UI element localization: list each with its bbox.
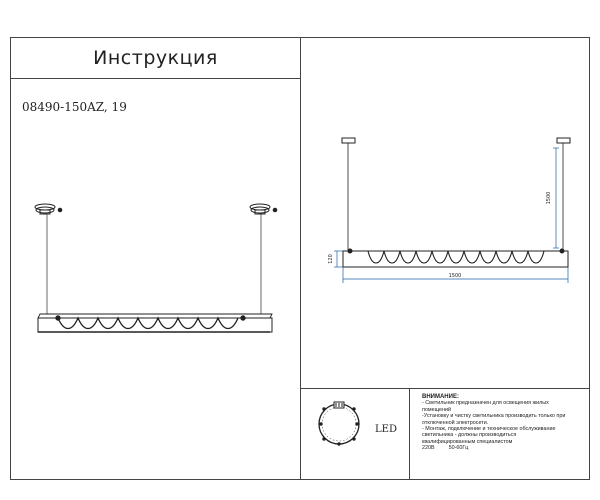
- model-number: 08490-150AZ, 19: [22, 100, 127, 114]
- dimension-lines: [334, 147, 569, 283]
- page-title: Инструкция: [93, 46, 218, 69]
- right-canopy-side: [556, 137, 571, 144]
- bottom-view-icon: [318, 401, 360, 446]
- warning-line: квалифицированным специалистом: [422, 438, 513, 445]
- left-canopy-icon: [34, 203, 63, 215]
- fixture-body: [37, 313, 273, 333]
- warning-line: помещений: [422, 406, 451, 413]
- frequency-value: 50-60Гц: [448, 445, 469, 452]
- warning-line: светильника - должны производиться: [422, 432, 517, 439]
- right-canopy-icon: [249, 203, 278, 215]
- left-canopy-side: [341, 137, 356, 144]
- light-type-label: LED: [375, 424, 397, 435]
- warning-line: - Светильник предназначен для освещения …: [422, 400, 549, 407]
- warning-title: ВНИМАНИЕ:: [422, 394, 459, 400]
- vertical-divider: [300, 37, 301, 480]
- info-divider-vertical: [409, 388, 410, 480]
- power-spec: 220В 50-60Гц: [422, 445, 587, 451]
- length-dimension-label: 1500: [449, 273, 462, 279]
- warning-block: ВНИМАНИЕ: - Светильник предназначен для …: [422, 394, 587, 452]
- info-divider-horizontal: [300, 388, 590, 389]
- suspension-dimension-label: 1500: [546, 192, 552, 205]
- warning-line: - Монтаж, подключение и техническое обсл…: [422, 426, 556, 433]
- warning-line: отключенной электросети.: [422, 419, 489, 426]
- voltage-value: 220В: [422, 445, 435, 452]
- title-box: Инструкция: [10, 37, 301, 79]
- warning-line: -Установку и чистку светильника производ…: [422, 413, 566, 420]
- height-dimension-label: 120: [328, 254, 334, 264]
